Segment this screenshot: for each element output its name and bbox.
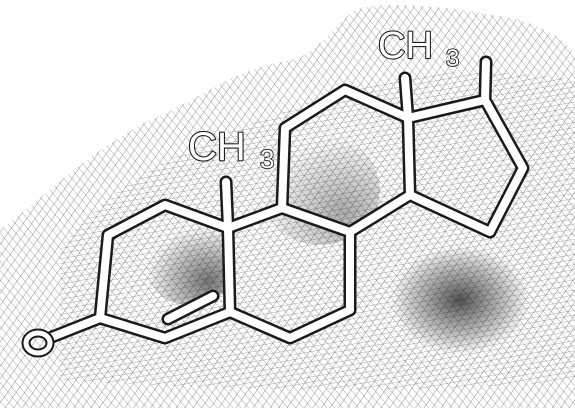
hatching-background bbox=[0, 5, 575, 408]
substituent-bond bbox=[481, 58, 490, 104]
methyl-bond-middle bbox=[222, 178, 232, 232]
bond-lines bbox=[48, 58, 527, 342]
ring-d bbox=[404, 96, 527, 236]
carbonyl-bond bbox=[48, 314, 104, 341]
double-bond bbox=[164, 292, 217, 323]
methyl-label-top: CH 3 bbox=[377, 24, 460, 73]
methyl-middle-sub: 3 bbox=[260, 144, 274, 174]
methyl-top-main: CH bbox=[378, 25, 433, 67]
methyl-bond-top bbox=[401, 74, 412, 122]
ring-c bbox=[278, 86, 414, 236]
methyl-label-middle: CH 3 bbox=[187, 124, 275, 175]
oxygen-atom: O bbox=[21, 328, 55, 358]
methyl-top-sub: 3 bbox=[446, 45, 459, 72]
methyl-middle-main: CH bbox=[188, 125, 246, 169]
ring-b bbox=[224, 204, 354, 342]
